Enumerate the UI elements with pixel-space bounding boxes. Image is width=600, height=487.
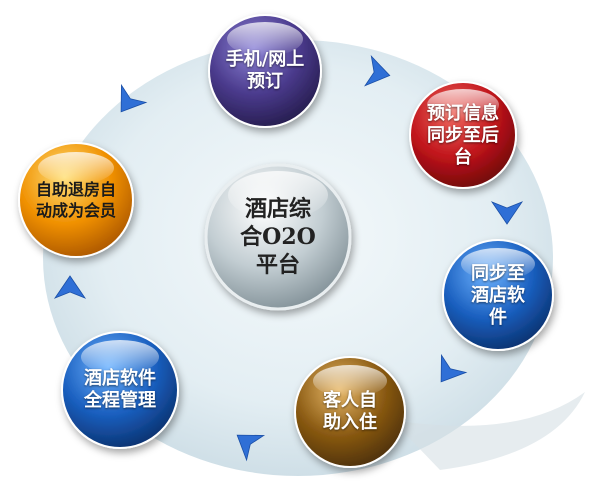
- arrow-icon: [490, 201, 524, 225]
- node-self-checkout-membership: [18, 142, 134, 258]
- arrow-icon: [364, 55, 391, 87]
- node-hotel-software-management-label: 酒店软件 全程管理: [84, 368, 156, 411]
- node-online-booking: [208, 14, 322, 128]
- arrow-icon: [440, 353, 468, 383]
- node-sync-hotel-software-label: 同步至 酒店软 件: [471, 263, 525, 328]
- center-hub-label: 酒店综 合O2O 平台: [240, 196, 316, 278]
- arrow-icon: [120, 83, 148, 113]
- flow-arrows: [53, 55, 524, 462]
- node-self-checkout-membership-label: 自助退房自 动成为会员: [35, 180, 116, 220]
- node-hotel-software-management: [61, 331, 179, 449]
- arrow-icon: [53, 275, 87, 299]
- node-online-booking-label: 手机/网上 预订: [225, 49, 305, 92]
- center-hub: [204, 163, 352, 311]
- node-booking-sync-backend-label: 预订信息 同步至后 台: [427, 103, 499, 168]
- arrow-icon: [236, 434, 266, 462]
- node-guest-checkin: [294, 356, 406, 468]
- node-guest-checkin-label: 客人自 助入住: [323, 390, 377, 433]
- ring-swoosh: [392, 392, 585, 470]
- node-booking-sync-backend: [409, 81, 517, 189]
- node-sync-hotel-software: [442, 239, 554, 351]
